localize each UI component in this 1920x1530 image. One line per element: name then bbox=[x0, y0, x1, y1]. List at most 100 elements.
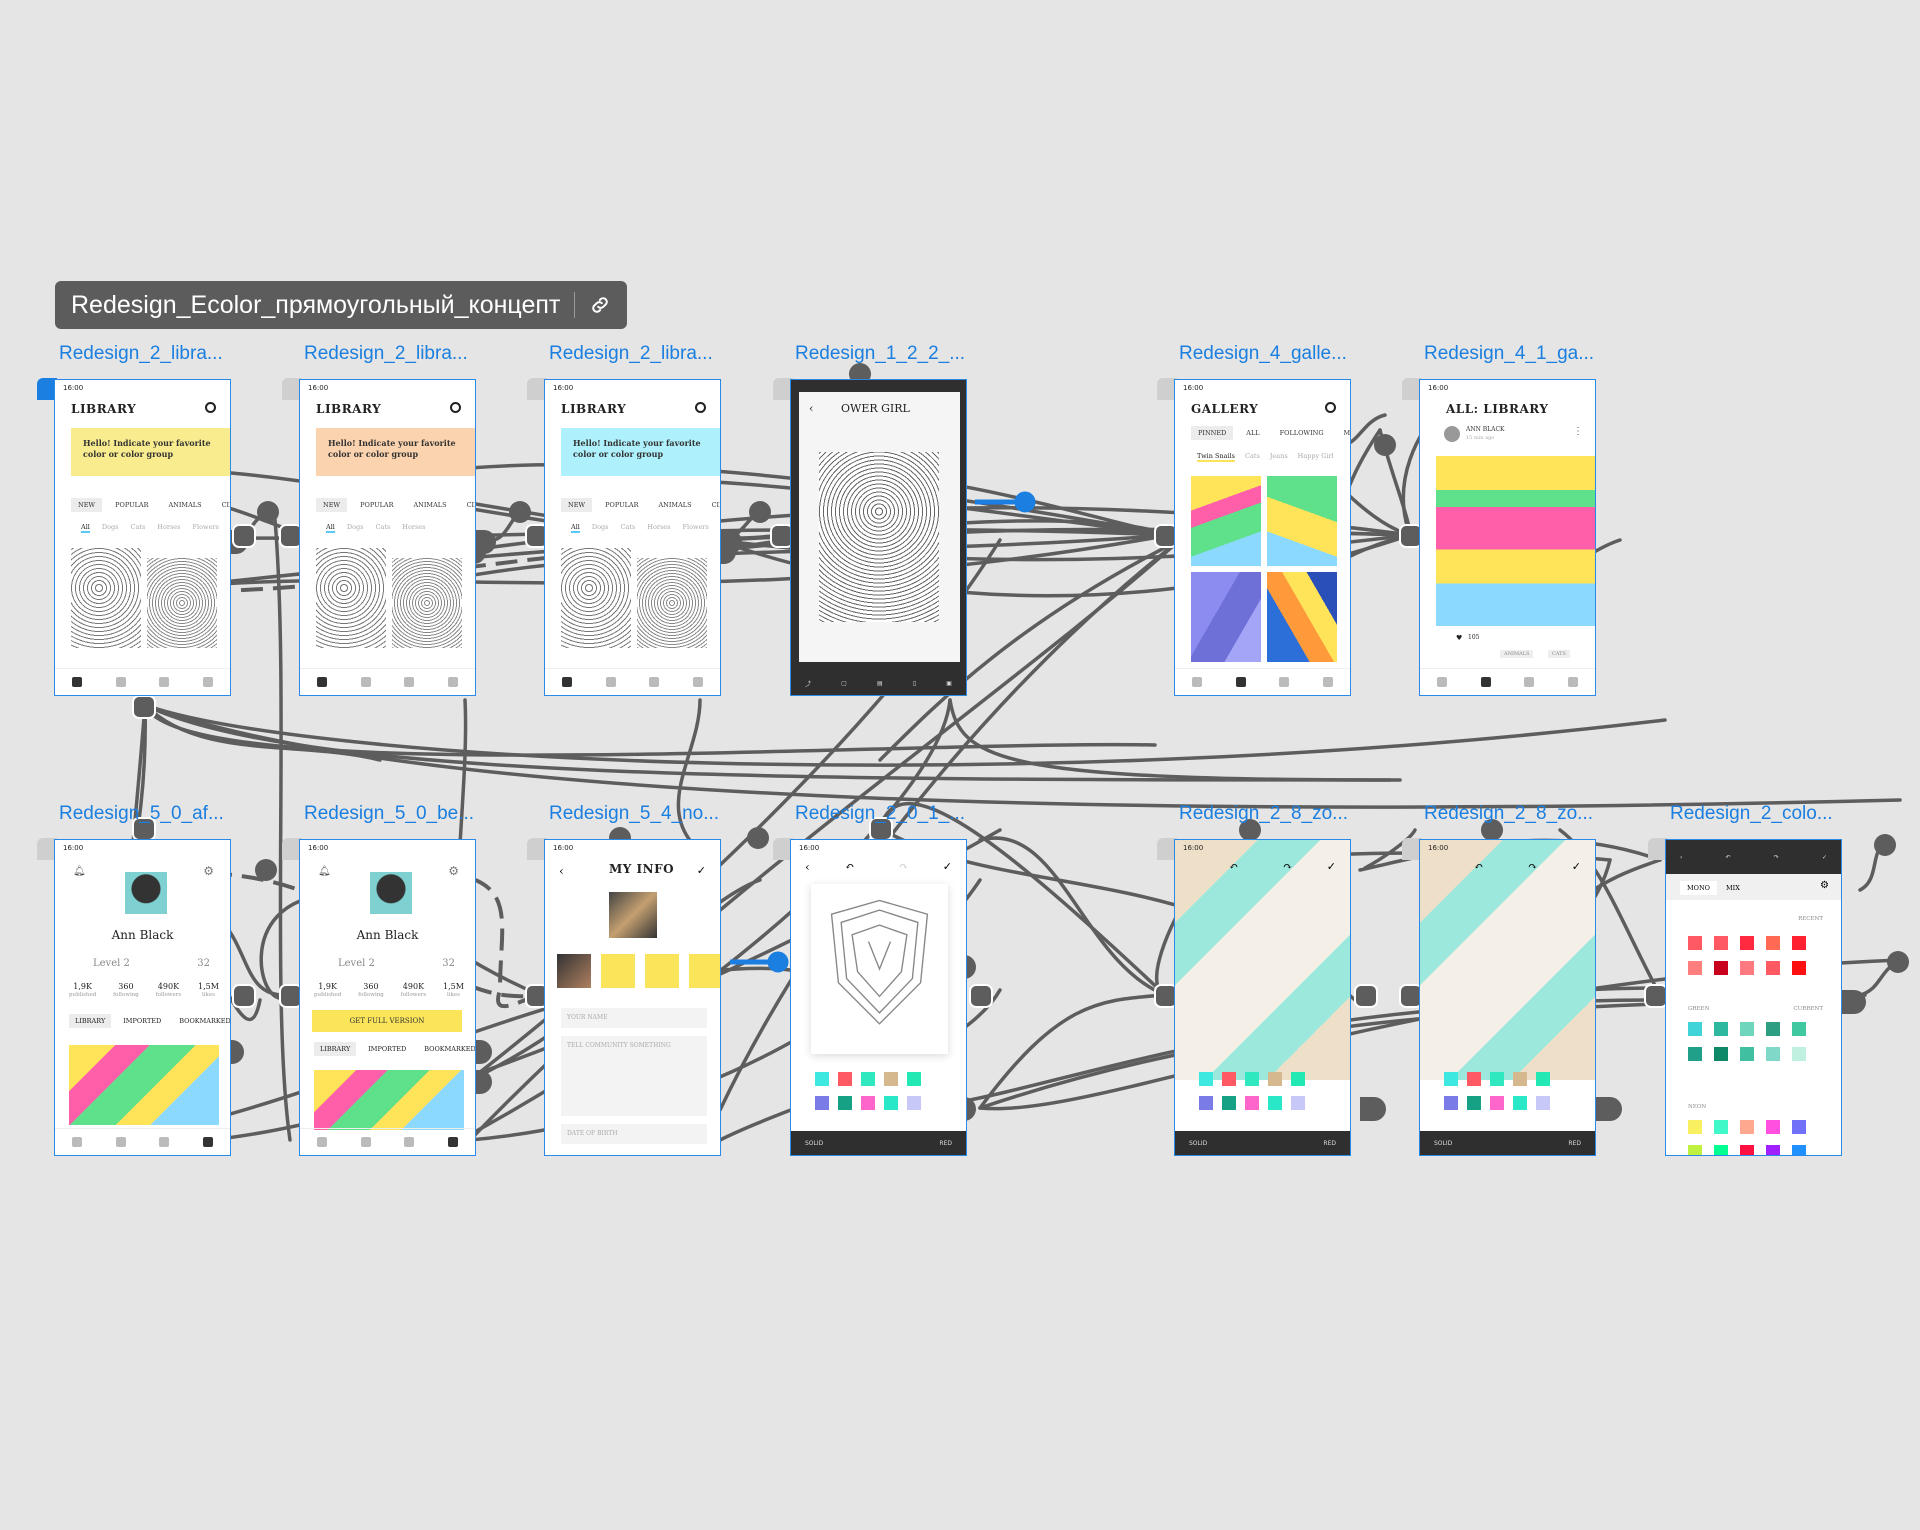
tag-animals[interactable]: ANIMALS bbox=[1500, 650, 1534, 658]
chip-animals[interactable]: ANIMALS bbox=[413, 501, 447, 509]
user-photo[interactable] bbox=[609, 892, 657, 938]
user-artworks[interactable] bbox=[69, 1045, 219, 1125]
color-swatch[interactable] bbox=[1688, 1145, 1702, 1155]
color-swatch[interactable] bbox=[861, 1072, 875, 1086]
chip-pinned[interactable]: PINNED bbox=[1191, 426, 1234, 440]
color-swatch[interactable] bbox=[1766, 1047, 1780, 1061]
color-swatch[interactable] bbox=[1740, 961, 1754, 975]
back-icon[interactable]: ‹ bbox=[809, 402, 814, 415]
chip-my-likes[interactable]: MY LIK bbox=[1343, 429, 1351, 437]
subchip-all[interactable]: All bbox=[81, 523, 90, 533]
gear-icon[interactable]: ⚙ bbox=[448, 864, 459, 878]
color-swatch[interactable] bbox=[1714, 1047, 1728, 1061]
color-swatch[interactable] bbox=[1766, 936, 1780, 950]
color-swatch[interactable] bbox=[1444, 1072, 1458, 1086]
bell-icon[interactable]: 🔔︎ bbox=[73, 866, 86, 877]
color-swatch[interactable] bbox=[1766, 961, 1780, 975]
profile-icon[interactable] bbox=[1323, 677, 1334, 687]
artboard-label-gallery[interactable]: Redesign_4_galle... bbox=[1179, 343, 1347, 364]
home-icon[interactable] bbox=[316, 677, 327, 687]
check-icon[interactable]: ✓ bbox=[942, 860, 952, 873]
subchip-jeans[interactable]: Jeans bbox=[1269, 452, 1288, 460]
artboard-label-profile-before[interactable]: Redesign_5_0_be... bbox=[304, 803, 475, 824]
color-swatch[interactable] bbox=[1199, 1072, 1213, 1086]
subchip-all[interactable]: All bbox=[571, 523, 580, 533]
color-swatch[interactable] bbox=[884, 1072, 898, 1086]
artboard-library-2[interactable]: 16:00 LIBRARY Hello! Indicate your favor… bbox=[299, 379, 476, 696]
color-swatch[interactable] bbox=[1245, 1096, 1259, 1110]
export-icon[interactable]: ▣ bbox=[946, 679, 952, 687]
profile-icon[interactable] bbox=[1568, 677, 1579, 687]
color-swatch[interactable] bbox=[815, 1072, 829, 1086]
color-swatch[interactable] bbox=[1513, 1072, 1527, 1086]
artboard-label-profile-after[interactable]: Redesign_5_0_af... bbox=[59, 803, 224, 824]
artboard-label-gallery-2[interactable]: Redesign_4_1_ga... bbox=[1424, 343, 1595, 364]
gallery-thumb-1[interactable] bbox=[1191, 476, 1261, 566]
chip-animals[interactable]: ANIMALS bbox=[658, 501, 692, 509]
link-icon[interactable] bbox=[589, 294, 611, 316]
mode-mono[interactable]: MONO bbox=[1680, 881, 1718, 895]
subchip-cats[interactable]: Cats bbox=[375, 523, 391, 531]
share-icon[interactable]: ⤴ bbox=[805, 680, 812, 688]
profile-avatar[interactable] bbox=[125, 872, 167, 914]
mode-solid[interactable]: SOLID bbox=[805, 1139, 824, 1147]
gallery-icon[interactable] bbox=[360, 677, 371, 687]
artboard-zoom-2[interactable]: 16:00 ↶ ↷ ✓ SOLID RED bbox=[1419, 839, 1596, 1156]
award-icon[interactable] bbox=[404, 1137, 415, 1147]
artboard-zoom-1[interactable]: 16:00 ↶ ↷ ✓ SOLID RED bbox=[1174, 839, 1351, 1156]
artboard-label-flower-girl[interactable]: Redesign_1_2_2_... bbox=[795, 343, 966, 364]
undo-icon[interactable]: ↶ bbox=[1229, 860, 1239, 873]
zoomed-artwork[interactable] bbox=[1420, 840, 1595, 1080]
bell-icon[interactable]: 🔔︎ bbox=[318, 866, 331, 877]
gallery-icon[interactable] bbox=[1235, 677, 1246, 687]
artboard-colors[interactable]: ‹↶↷✓ MONO MIX ⚙ RECENT GREEN CURRENT NEO… bbox=[1665, 839, 1842, 1156]
camera-slot-1[interactable] bbox=[601, 954, 635, 988]
artwork-preview[interactable]: OWER GIRL ‹ bbox=[799, 392, 960, 662]
color-swatch[interactable] bbox=[1688, 1047, 1702, 1061]
profile-icon[interactable] bbox=[203, 677, 214, 687]
chip-cini[interactable]: CINI bbox=[711, 501, 720, 509]
color-swatch[interactable] bbox=[1444, 1096, 1458, 1110]
coloring-canvas[interactable] bbox=[811, 884, 948, 1054]
mode-solid[interactable]: SOLID bbox=[1434, 1139, 1453, 1147]
chip-all[interactable]: ALL bbox=[1246, 429, 1260, 437]
profile-icon[interactable] bbox=[448, 1137, 459, 1147]
subchip-happy-girl[interactable]: Happy Girl bbox=[1297, 452, 1334, 460]
color-swatch[interactable] bbox=[1792, 1145, 1806, 1155]
undo-icon[interactable]: ↶ bbox=[1725, 853, 1731, 861]
tab-library[interactable]: LIBRARY bbox=[69, 1014, 112, 1028]
color-swatch[interactable] bbox=[1792, 1022, 1806, 1036]
artboard-library-3[interactable]: 16:00 LIBRARY Hello! Indicate your favor… bbox=[544, 379, 721, 696]
coloring-thumb-flower-girl[interactable] bbox=[561, 548, 631, 648]
subchip-twin-snails[interactable]: Twin Snails bbox=[1197, 452, 1236, 462]
back-icon[interactable]: ‹ bbox=[1680, 853, 1683, 861]
check-icon[interactable]: ✓ bbox=[1571, 860, 1581, 873]
search-icon[interactable] bbox=[450, 402, 461, 413]
color-swatch[interactable] bbox=[815, 1096, 829, 1110]
color-swatch[interactable] bbox=[1268, 1096, 1282, 1110]
user-artworks[interactable] bbox=[314, 1070, 464, 1130]
color-swatch[interactable] bbox=[1490, 1096, 1504, 1110]
color-swatch[interactable] bbox=[1291, 1072, 1305, 1086]
subchip-all[interactable]: All bbox=[326, 523, 335, 533]
current-color[interactable]: RED bbox=[1568, 1139, 1581, 1147]
home-icon[interactable] bbox=[71, 677, 82, 687]
current-color[interactable]: RED bbox=[1323, 1139, 1336, 1147]
coloring-thumb-flower-girl[interactable] bbox=[71, 548, 141, 648]
undo-icon[interactable]: ↶ bbox=[845, 860, 855, 873]
hint-banner[interactable]: Hello! Indicate your favorite color or c… bbox=[71, 428, 230, 476]
color-swatch[interactable] bbox=[1714, 961, 1728, 975]
subchip-cats[interactable]: Cats bbox=[130, 523, 146, 531]
chip-popular[interactable]: POPULAR bbox=[360, 501, 394, 509]
color-swatch[interactable] bbox=[1740, 936, 1754, 950]
chip-new[interactable]: NEW bbox=[71, 498, 103, 512]
check-icon[interactable]: ✓ bbox=[1821, 853, 1827, 861]
redo-icon[interactable]: ↷ bbox=[1528, 860, 1538, 873]
profile-icon[interactable] bbox=[203, 1137, 214, 1147]
